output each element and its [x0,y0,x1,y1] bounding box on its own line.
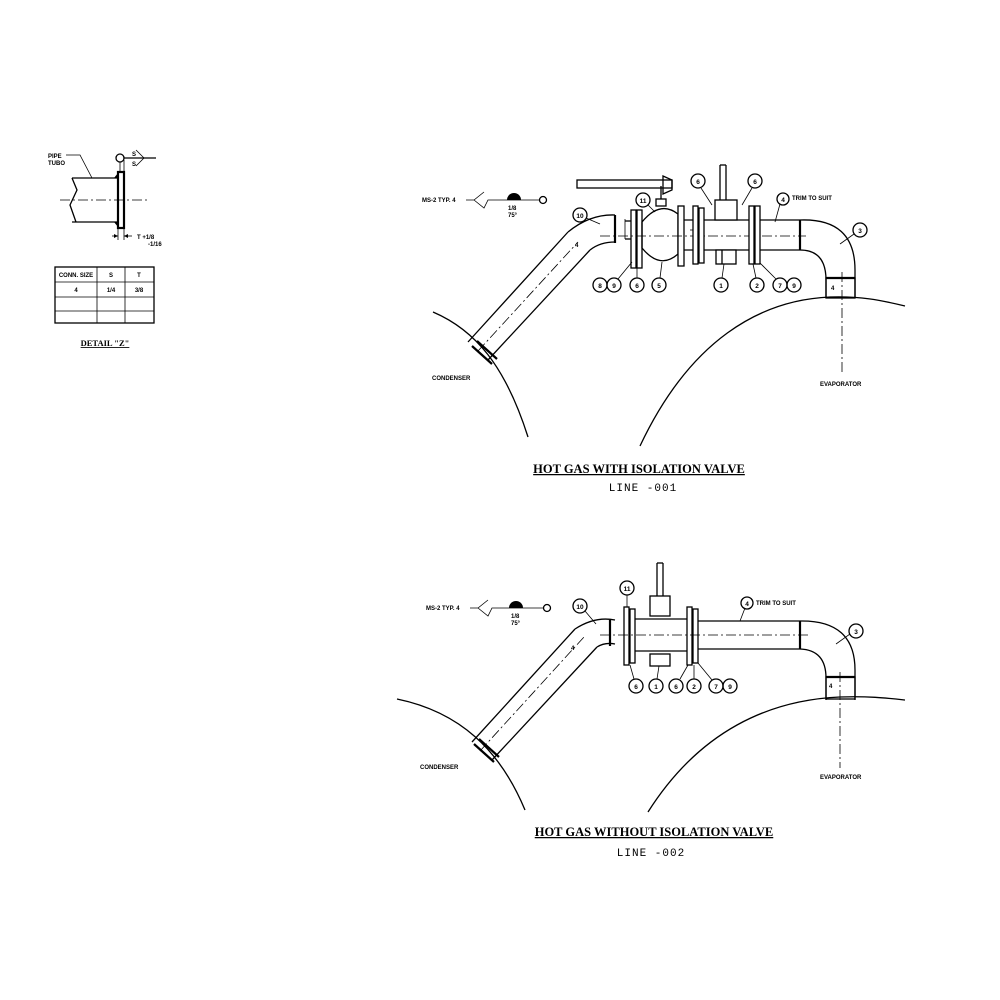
table-cell: 1/4 [107,288,116,294]
svg-text:6: 6 [753,179,757,186]
svg-text:10: 10 [576,213,584,220]
callout: 3 [839,222,868,245]
t-tolerance: T +1/8 [137,235,155,241]
callout: 2 [749,263,765,293]
weld-angle: 75° [508,213,518,219]
diagram-title: HOT GAS WITH ISOLATION VALVE [533,462,745,476]
callout: 6 [628,664,644,694]
pipe-size-label: 4 [831,286,835,292]
isolation-valve [641,207,679,262]
detail-z: PIPE TUBO S S T +1/8 -1/16 CONN. SIZE S … [48,149,162,348]
svg-text:4: 4 [745,601,749,608]
svg-text:10: 10 [576,604,584,611]
callout: 9 [722,678,738,694]
svg-text:9: 9 [612,283,616,290]
diagram-line-002: CONDENSER EVAPORATOR 4 [396,562,906,860]
callout: 1 [648,665,664,694]
condenser-label: CONDENSER [432,376,471,382]
s-label-top: S [132,152,136,158]
evaporator-label: EVAPORATOR [820,775,862,781]
pipe-size-label: 4 [571,646,575,652]
callout: 3 [835,623,864,645]
svg-text:3: 3 [858,228,862,235]
svg-text:2: 2 [755,283,759,290]
trim-label: TRIM TO SUIT [756,601,796,607]
condenser-label: CONDENSER [420,765,459,771]
pipe-label: PIPE [48,154,62,160]
svg-text:6: 6 [696,179,700,186]
conn-size-table: CONN. SIZE S T 4 1/4 3/8 [54,266,155,324]
svg-text:1: 1 [654,684,658,691]
table-header: CONN. SIZE [59,273,93,279]
weld-fraction: 1/8 [511,614,520,620]
ms2-label: MS-2 TYP. 4 [426,606,460,612]
s-label-bottom: S [132,162,136,168]
table-cell: 4 [74,288,78,294]
svg-text:8: 8 [598,283,602,290]
svg-text:7: 7 [714,684,718,691]
condenser-shell [432,311,529,438]
table-header: T [137,273,141,279]
ms2-label: MS-2 TYP. 4 [422,198,456,204]
callout: 4 [740,596,754,610]
svg-text:6: 6 [635,283,639,290]
callout: 6 [690,173,713,206]
callout: 6 [741,173,763,206]
callout: 5 [651,261,667,293]
diagram-subtitle: LINE -002 [617,848,685,860]
evaporator-shell [647,696,906,813]
callout: 2 [686,665,702,694]
t-tolerance-minus: -1/16 [148,242,162,248]
callout: 11 [635,192,656,213]
evaporator-shell [639,296,906,447]
table-header: S [109,273,113,279]
callout: 6 [629,268,645,293]
diagram-subtitle: LINE -001 [609,483,677,495]
diagram-title: HOT GAS WITHOUT ISOLATION VALVE [535,825,774,839]
pipe-size-label: 4 [829,684,833,690]
callout: 10 [572,598,597,625]
diagram-line-001: CONDENSER EVAPORATOR 4 [422,164,906,495]
condenser-shell [396,698,526,811]
svg-text:6: 6 [674,684,678,691]
detail-title: DETAIL "Z" [81,338,130,348]
callout: 9 [786,277,802,293]
callout: 9 [606,261,633,293]
callout: 1 [713,263,729,293]
svg-text:4: 4 [781,197,785,204]
svg-text:6: 6 [634,684,638,691]
svg-text:3: 3 [854,629,858,636]
weld-angle: 75° [511,621,521,627]
svg-text:11: 11 [624,586,631,593]
pipe-size-label: 4 [575,243,579,249]
svg-text:9: 9 [728,684,732,691]
svg-text:2: 2 [692,684,696,691]
callout: 8 [592,277,608,293]
svg-text:5: 5 [657,283,661,290]
svg-text:11: 11 [640,198,647,205]
callout: 7 [697,662,724,694]
callout: 6 [668,664,689,694]
callout: 10 [572,207,601,225]
tubo-label: TUBO [48,161,65,167]
evaporator-label: EVAPORATOR [820,382,862,388]
callout: 11 [619,580,635,607]
svg-text:7: 7 [778,283,782,290]
trim-label: TRIM TO SUIT [792,196,832,202]
weld-fraction: 1/8 [508,206,517,212]
svg-text:9: 9 [792,283,796,290]
table-cell: 3/8 [135,288,144,294]
svg-text:1: 1 [719,283,723,290]
callout: 4 [776,192,790,206]
